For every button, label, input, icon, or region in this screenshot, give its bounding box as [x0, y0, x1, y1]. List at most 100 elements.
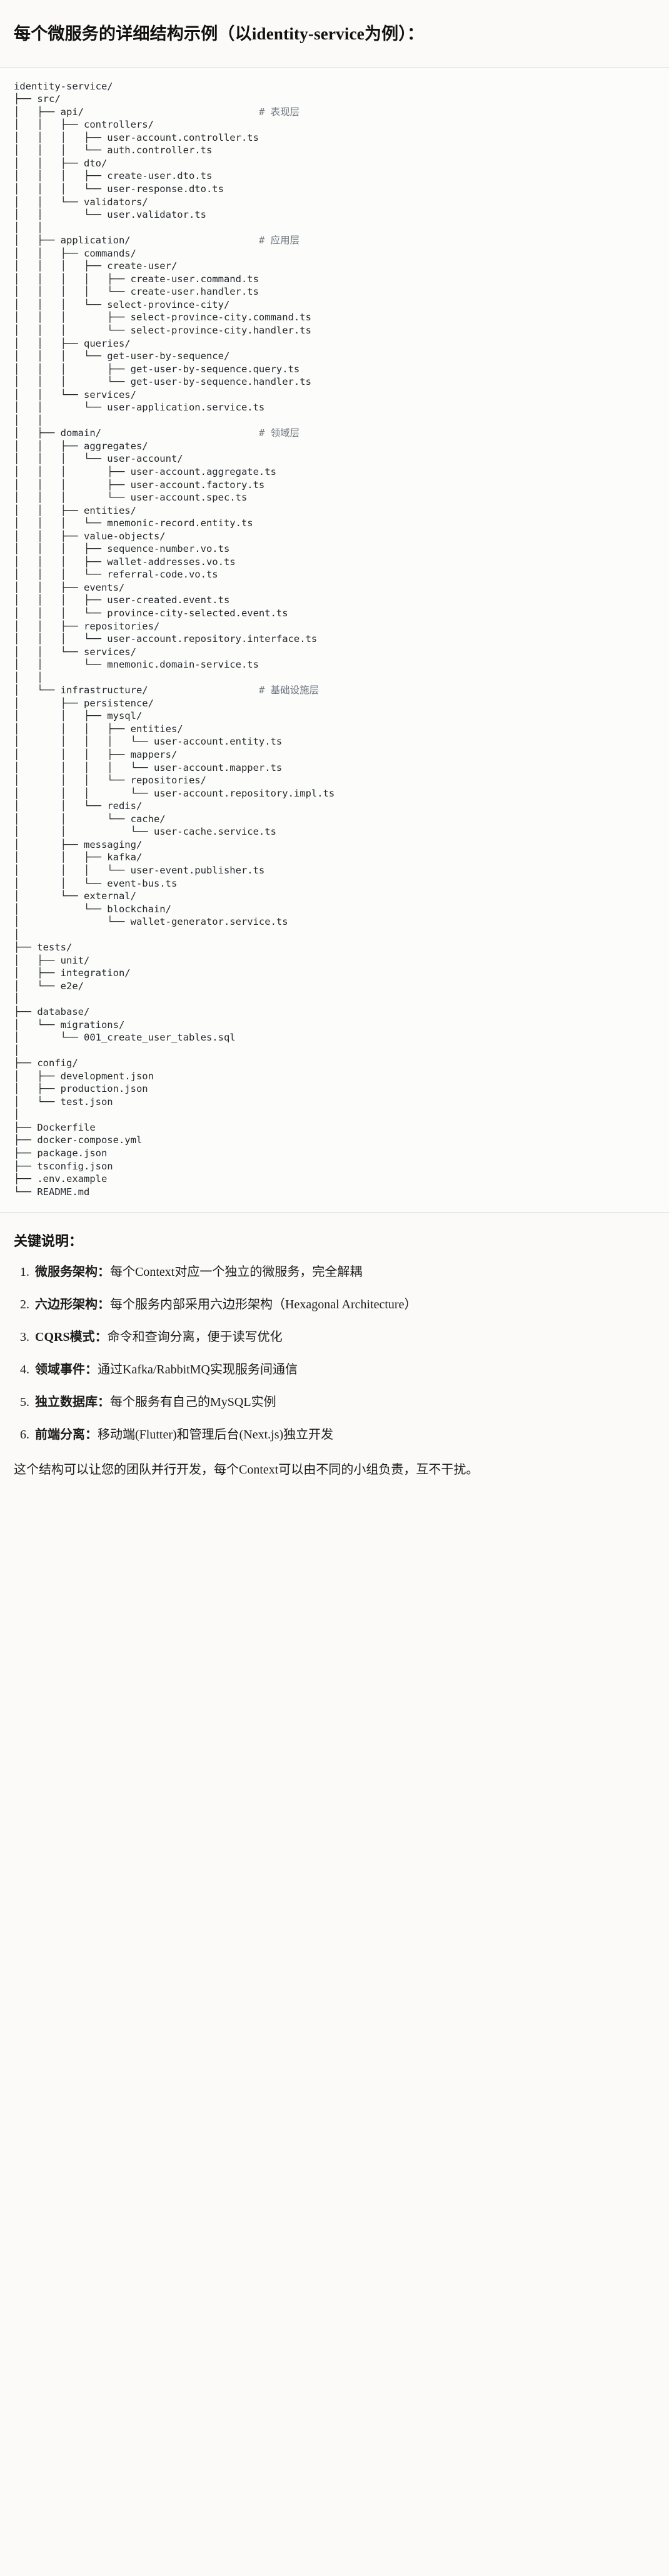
tree-line-path: │ │ │ └── user-event.publisher.ts [14, 864, 265, 876]
tree-line: │ │ │ │ └── create-user.handler.ts [14, 285, 655, 298]
tree-line: │ ├── messaging/ [14, 838, 655, 852]
tree-line: │ │ │ ├── user-created.event.ts [14, 594, 655, 607]
tree-line: │ │ │ ├── select-province-city.command.t… [14, 311, 655, 324]
tree-line-path: │ │ │ ├── user-account.controller.ts [14, 131, 259, 143]
tree-line-path: │ │ │ └── get-user-by-sequence.handler.t… [14, 376, 311, 388]
page-title-prefix: 每个微服务的详细结构示例（以 [14, 24, 252, 44]
tree-line-path: │ │ │ ├── wallet-addresses.vo.ts [14, 556, 236, 568]
tree-line: │ │ │ └── get-user-by-sequence.handler.t… [14, 375, 655, 389]
tree-line: │ │ │ ├── wallet-addresses.vo.ts [14, 556, 655, 569]
tree-line: │ ├── api/ # 表现层 [14, 106, 655, 119]
tree-line-pad [101, 427, 259, 439]
tree-line: │ [14, 1108, 655, 1121]
tree-line: │ │ │ └── user-account/ [14, 452, 655, 466]
tree-line-path: │ │ │ ├── user-account.factory.ts [14, 479, 265, 491]
tree-line: │ │ │ └── mnemonic-record.entity.ts [14, 517, 655, 530]
tree-line: │ │ ├── events/ [14, 581, 655, 594]
tree-line-path: ├── Dockerfile [14, 1121, 96, 1133]
tree-line-path: │ │ ├── queries/ [14, 337, 131, 349]
tree-line: │ │ └── validators/ [14, 196, 655, 209]
tree-line-path: │ │ │ ├── mappers/ [14, 749, 178, 761]
key-point-term: 独立数据库 [35, 1395, 98, 1410]
tree-line-path: │ ├── messaging/ [14, 838, 143, 850]
tree-line: │ [14, 992, 655, 1005]
key-point-separator: ： [98, 1298, 110, 1312]
key-point-separator: ： [94, 1330, 108, 1345]
tree-line-path: │ │ └── user-cache.service.ts [14, 826, 276, 838]
tree-line-path: │ │ └── validators/ [14, 196, 148, 208]
tree-line-path: │ │ └── redis/ [14, 800, 143, 812]
tree-line: │ │ [14, 414, 655, 427]
tree-line-path: identity-service/ [14, 80, 113, 92]
key-point-term: CQRS模式 [35, 1330, 95, 1345]
tree-line: ├── database/ [14, 1005, 655, 1019]
tree-line: │ ├── persistence/ [14, 697, 655, 710]
tree-line-path: │ ├── production.json [14, 1083, 148, 1095]
tree-line-path: │ │ ├── aggregates/ [14, 440, 148, 452]
tree-line-pad [84, 106, 259, 118]
key-point-item: 领域事件：通过Kafka/RabbitMQ实现服务间通信 [33, 1360, 655, 1379]
tree-line-path: │ ├── application/ [14, 235, 131, 247]
tree-line: │ │ └── user.validator.ts [14, 208, 655, 221]
tree-line-path: │ │ │ ├── create-user/ [14, 260, 178, 272]
tree-line-path: │ └── infrastructure/ [14, 685, 148, 696]
tree-line: │ │ │ │ ├── create-user.command.ts [14, 273, 655, 286]
tree-line-path: │ ├── development.json [14, 1070, 154, 1082]
document-page: 每个微服务的详细结构示例（以identity-service为例）： ident… [0, 11, 669, 1497]
tree-line: │ └── infrastructure/ # 基础设施层 [14, 684, 655, 697]
directory-tree: identity-service/├── src/│ ├── api/ # 表现… [14, 80, 655, 1199]
tree-line: │ │ ├── value-objects/ [14, 530, 655, 543]
tree-line-path: │ │ │ └── user-account.spec.ts [14, 492, 248, 504]
tree-line: │ │ │ ├── create-user/ [14, 260, 655, 273]
tree-line-path: │ │ │ └── user-account.repository.interf… [14, 633, 318, 645]
tree-line-path: │ │ ├── dto/ [14, 157, 108, 169]
tree-line-path: │ ├── integration/ [14, 967, 131, 979]
tree-line-path: │ │ ├── entities/ [14, 504, 136, 516]
tree-line-path: │ [14, 993, 20, 1005]
tree-line: │ │ │ └── select-province-city.handler.t… [14, 324, 655, 337]
tree-line-path: │ └── 001_create_user_tables.sql [14, 1032, 236, 1044]
tree-line-path: │ │ │ │ └── user-account.mapper.ts [14, 761, 283, 773]
tree-line-path: │ │ │ └── user-account.repository.impl.t… [14, 787, 335, 799]
key-point-term: 微服务架构 [35, 1265, 98, 1280]
tree-divider [0, 1212, 669, 1213]
tree-line-path: │ │ │ └── user-account/ [14, 453, 183, 465]
tree-line: └── README.md [14, 1186, 655, 1199]
heading-divider [0, 66, 669, 68]
tree-line: │ │ [14, 221, 655, 235]
directory-tree-code-block: identity-service/├── src/│ ├── api/ # 表现… [0, 67, 669, 1213]
tree-line: │ ├── integration/ [14, 967, 655, 980]
tree-line-path: │ │ │ └── select-province-city.handler.t… [14, 324, 311, 336]
tree-line: │ │ │ └── province-city-selected.event.t… [14, 607, 655, 620]
key-point-separator: ： [98, 1395, 110, 1410]
tree-line: │ └── test.json [14, 1096, 655, 1109]
key-point-item: 微服务架构：每个Context对应一个独立的微服务，完全解耦 [33, 1263, 655, 1281]
tree-line-path: │ └── e2e/ [14, 980, 84, 992]
tree-line-path: │ └── migrations/ [14, 1019, 125, 1031]
key-point-term: 领域事件 [35, 1363, 85, 1377]
tree-line-path: ├── database/ [14, 1005, 90, 1017]
tree-line-path: │ [14, 1044, 20, 1056]
tree-line: │ │ │ └── user-account.repository.interf… [14, 633, 655, 646]
key-point-description: 每个服务有自己的MySQL实例 [110, 1395, 276, 1410]
tree-line: │ │ ├── repositories/ [14, 620, 655, 633]
tree-line: │ │ ├── controllers/ [14, 118, 655, 131]
key-point-item: CQRS模式：命令和查询分离，便于读写优化 [33, 1328, 655, 1347]
tree-line: │ │ ├── commands/ [14, 247, 655, 260]
tree-line-pad [148, 685, 259, 696]
tree-line: ├── src/ [14, 93, 655, 106]
key-point-item: 独立数据库：每个服务有自己的MySQL实例 [33, 1393, 655, 1412]
tree-line: │ │ │ │ └── user-account.entity.ts [14, 735, 655, 748]
tree-line-path: ├── package.json [14, 1147, 108, 1159]
key-point-description: 命令和查询分离，便于读写优化 [107, 1330, 283, 1345]
tree-line-path: │ │ │ └── repositories/ [14, 775, 206, 787]
tree-line: │ [14, 1044, 655, 1057]
key-points-title: 关键说明： [14, 1233, 83, 1250]
tree-line-path: │ └── external/ [14, 890, 136, 902]
tree-line: ├── package.json [14, 1147, 655, 1160]
tree-line: │ │ │ ├── user-account.controller.ts [14, 131, 655, 145]
tree-line: │ │ │ ├── user-account.aggregate.ts [14, 466, 655, 479]
tree-line-path: │ ├── domain/ [14, 427, 101, 439]
tree-line-path: ├── src/ [14, 93, 61, 105]
tree-line-path: │ │ │ └── referral-code.vo.ts [14, 569, 218, 581]
